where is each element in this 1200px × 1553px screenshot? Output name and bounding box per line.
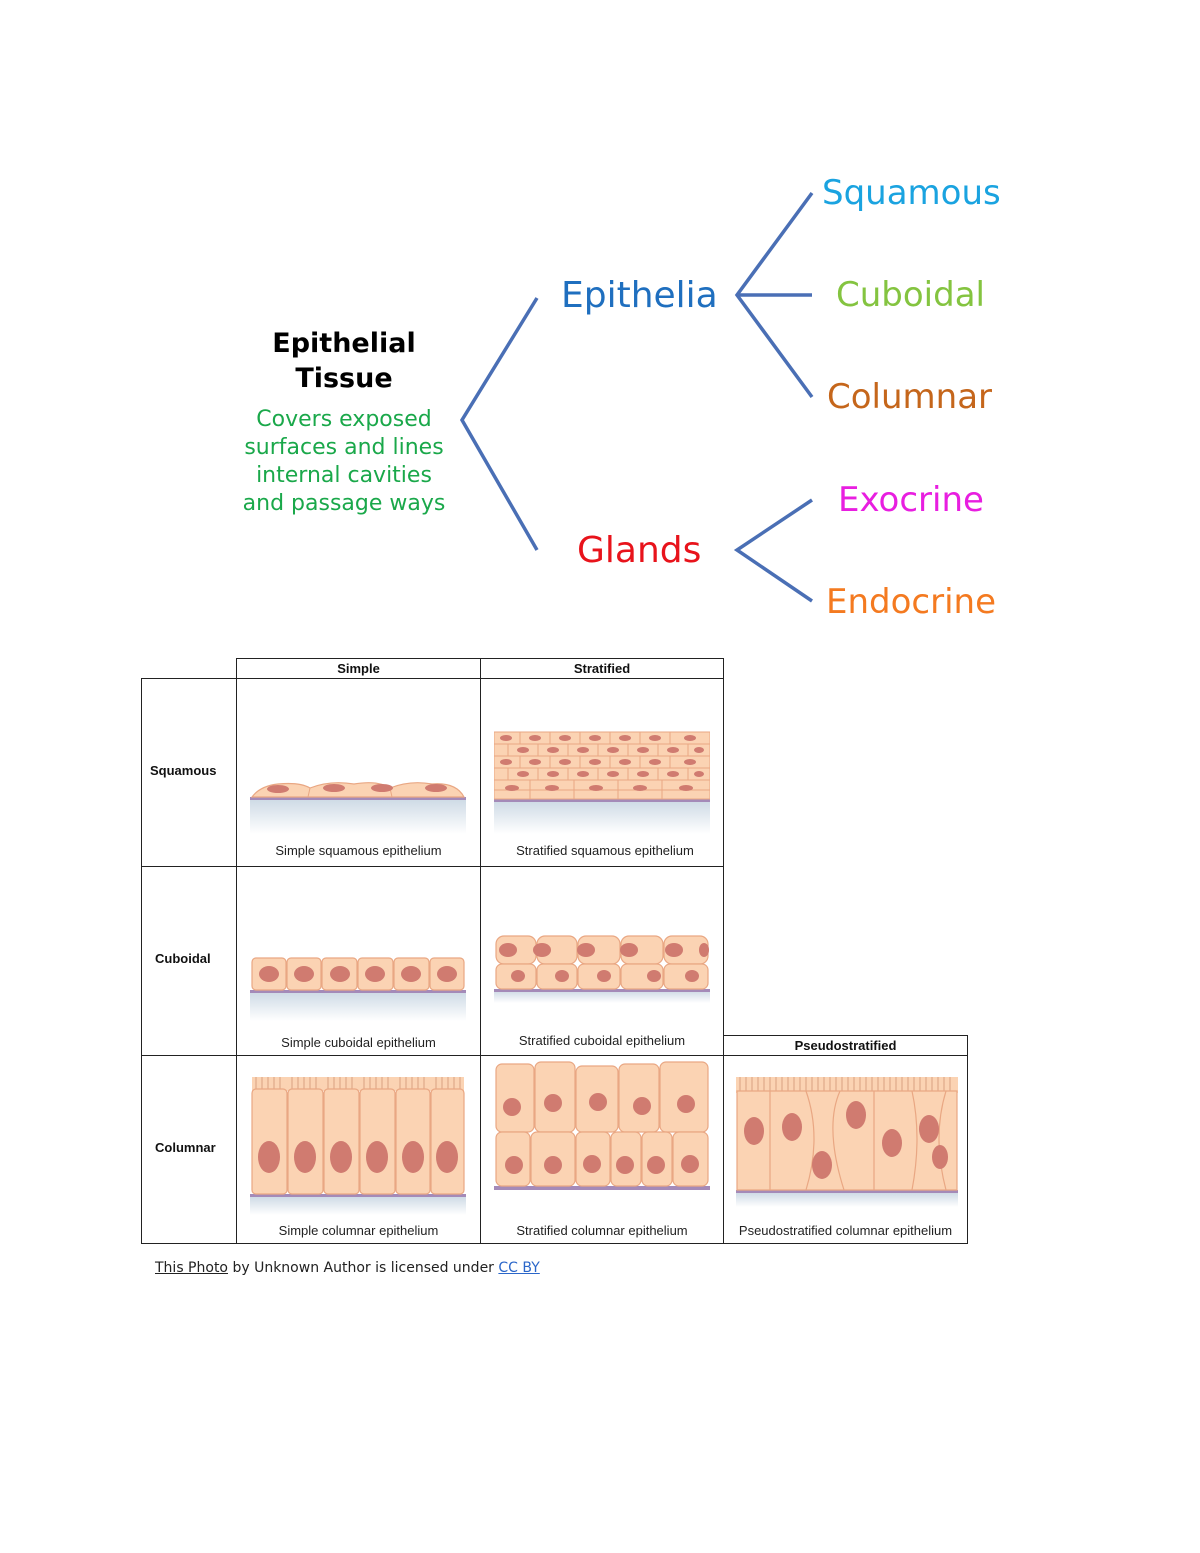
caption-simple-columnar: Simple columnar epithelium	[278, 1223, 439, 1238]
simple-columnar-illustration	[250, 1077, 466, 1215]
root-connector	[459, 297, 539, 551]
stratified-columnar-illustration	[494, 1061, 710, 1190]
caption-simple-squamous: Simple squamous epithelium	[275, 843, 442, 858]
col-header-stratified: Stratified	[480, 658, 724, 679]
simple-squamous-illustration	[250, 782, 466, 834]
leaf-endocrine: Endocrine	[826, 582, 996, 622]
tree-connectors	[459, 191, 814, 603]
row-label-squamous: Squamous	[150, 763, 217, 778]
row-label-cuboidal: Cuboidal	[155, 951, 211, 966]
root-description: Covers exposed surfaces and lines intern…	[242, 407, 446, 516]
caption-pseudostratified-columnar: Pseudostratified columnar epithelium	[738, 1223, 953, 1238]
photo-link[interactable]: This Photo	[155, 1260, 228, 1276]
stratified-squamous-illustration	[494, 731, 710, 834]
leaf-columnar: Columnar	[827, 377, 993, 417]
attribution-text: by Unknown Author is licensed under	[228, 1260, 499, 1276]
branch-epithelia: Epithelia	[561, 275, 718, 316]
col-header-simple: Simple	[236, 658, 481, 679]
license-link[interactable]: CC BY	[498, 1260, 540, 1276]
simple-cuboidal-illustration	[250, 957, 466, 1021]
branch-glands: Glands	[577, 530, 702, 571]
glands-connector	[733, 498, 813, 603]
col-header-pseudostratified: Pseudostratified	[723, 1035, 968, 1056]
leaf-squamous: Squamous	[822, 173, 1001, 213]
root-title: Epithelial Tissue	[272, 328, 416, 394]
row-label-columnar: Columnar	[155, 1140, 216, 1155]
caption-simple-cuboidal: Simple cuboidal epithelium	[281, 1035, 436, 1050]
leaf-exocrine: Exocrine	[838, 480, 984, 520]
leaf-cuboidal: Cuboidal	[836, 275, 985, 315]
cell-simple-squamous	[236, 678, 481, 867]
caption-stratified-columnar: Stratified columnar epithelium	[516, 1223, 688, 1238]
pseudostratified-columnar-illustration	[736, 1077, 958, 1207]
caption-stratified-squamous: Stratified squamous epithelium	[516, 843, 694, 858]
attribution-line: This Photo by Unknown Author is licensed…	[155, 1260, 540, 1276]
caption-stratified-cuboidal: Stratified cuboidal epithelium	[518, 1033, 686, 1048]
stratified-cuboidal-illustration	[494, 935, 710, 1003]
